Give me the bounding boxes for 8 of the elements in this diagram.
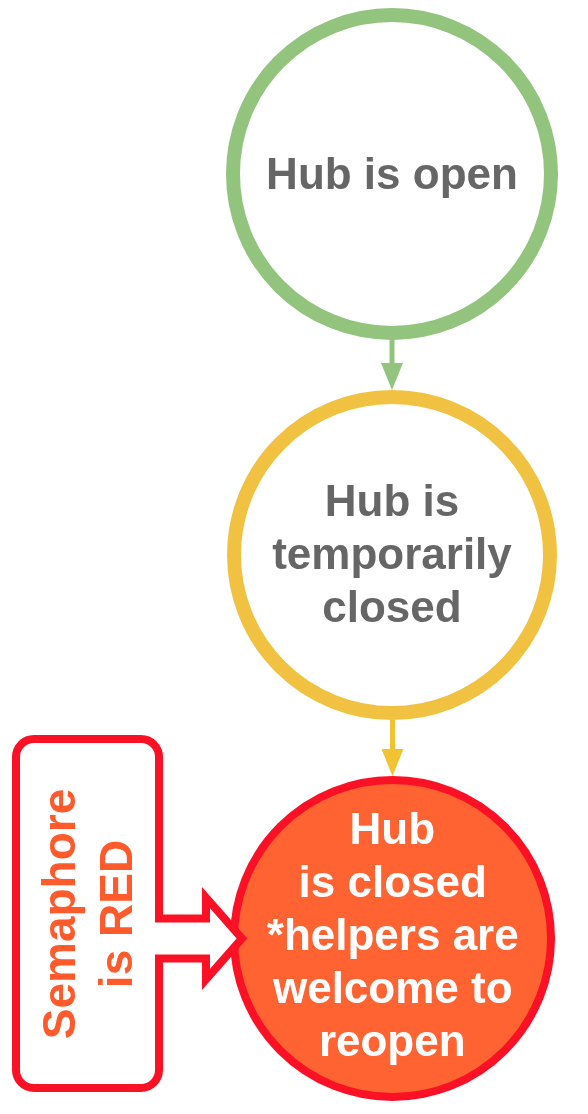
state-text: Hub is open bbox=[266, 149, 518, 198]
state-text: *helpers are welcome to reopen bbox=[266, 910, 519, 1065]
callout-text: Semaphore is RED bbox=[31, 787, 143, 1041]
state-text: Hub is closed bbox=[298, 804, 487, 906]
arrow bbox=[381, 340, 403, 390]
arrow bbox=[381, 720, 404, 776]
callout-box bbox=[12, 735, 163, 1092]
state-text: Hub is temporarily closed bbox=[272, 476, 512, 631]
